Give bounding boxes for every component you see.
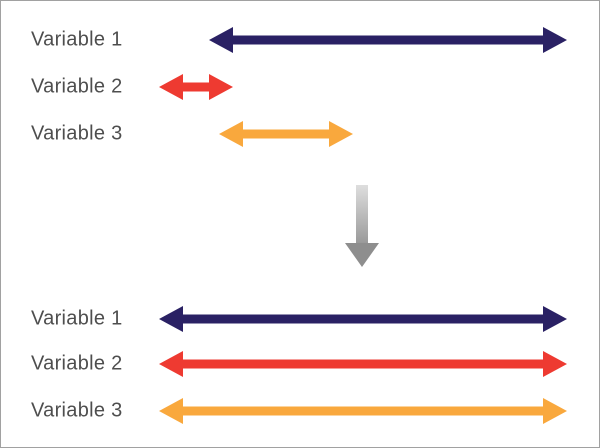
arrow-right-head-icon: [543, 306, 567, 332]
arrow-shaft: [240, 129, 332, 139]
variable-label: Variable 2: [31, 75, 123, 98]
arrow-shaft: [230, 35, 546, 45]
variable-label: Variable 3: [31, 399, 123, 422]
variable-label: Variable 1: [31, 307, 123, 330]
arrow-left-head-icon: [159, 351, 183, 377]
arrow-right-head-icon: [543, 27, 567, 53]
arrow-right-head-icon: [329, 121, 353, 147]
range-double-arrow: [209, 27, 567, 53]
range-double-arrow: [159, 351, 567, 377]
arrow-right-head-icon: [209, 74, 233, 100]
range-double-arrow: [219, 121, 353, 147]
arrow-right-head-icon: [543, 351, 567, 377]
arrow-shaft: [180, 406, 546, 416]
arrow-shaft: [180, 359, 546, 369]
variable-row: Variable 2: [1, 74, 599, 100]
arrow-left-head-icon: [159, 306, 183, 332]
variable-label: Variable 3: [31, 122, 123, 145]
arrow-shaft: [180, 82, 212, 92]
arrow-left-head-icon: [159, 74, 183, 100]
down-arrow-icon: [345, 185, 379, 267]
variable-row: Variable 3: [1, 121, 599, 147]
variable-label: Variable 2: [31, 352, 123, 375]
down-arrow-head: [345, 243, 379, 267]
variable-row: Variable 2: [1, 351, 599, 377]
variable-row: Variable 1: [1, 306, 599, 332]
range-double-arrow: [159, 398, 567, 424]
arrow-left-head-icon: [209, 27, 233, 53]
arrow-left-head-icon: [219, 121, 243, 147]
arrow-shaft: [180, 314, 546, 324]
range-double-arrow: [159, 74, 233, 100]
range-double-arrow: [159, 306, 567, 332]
arrow-left-head-icon: [159, 398, 183, 424]
variable-row: Variable 1: [1, 27, 599, 53]
down-arrow-shaft: [356, 185, 368, 243]
variable-label: Variable 1: [31, 28, 123, 51]
arrow-right-head-icon: [543, 398, 567, 424]
variable-row: Variable 3: [1, 398, 599, 424]
